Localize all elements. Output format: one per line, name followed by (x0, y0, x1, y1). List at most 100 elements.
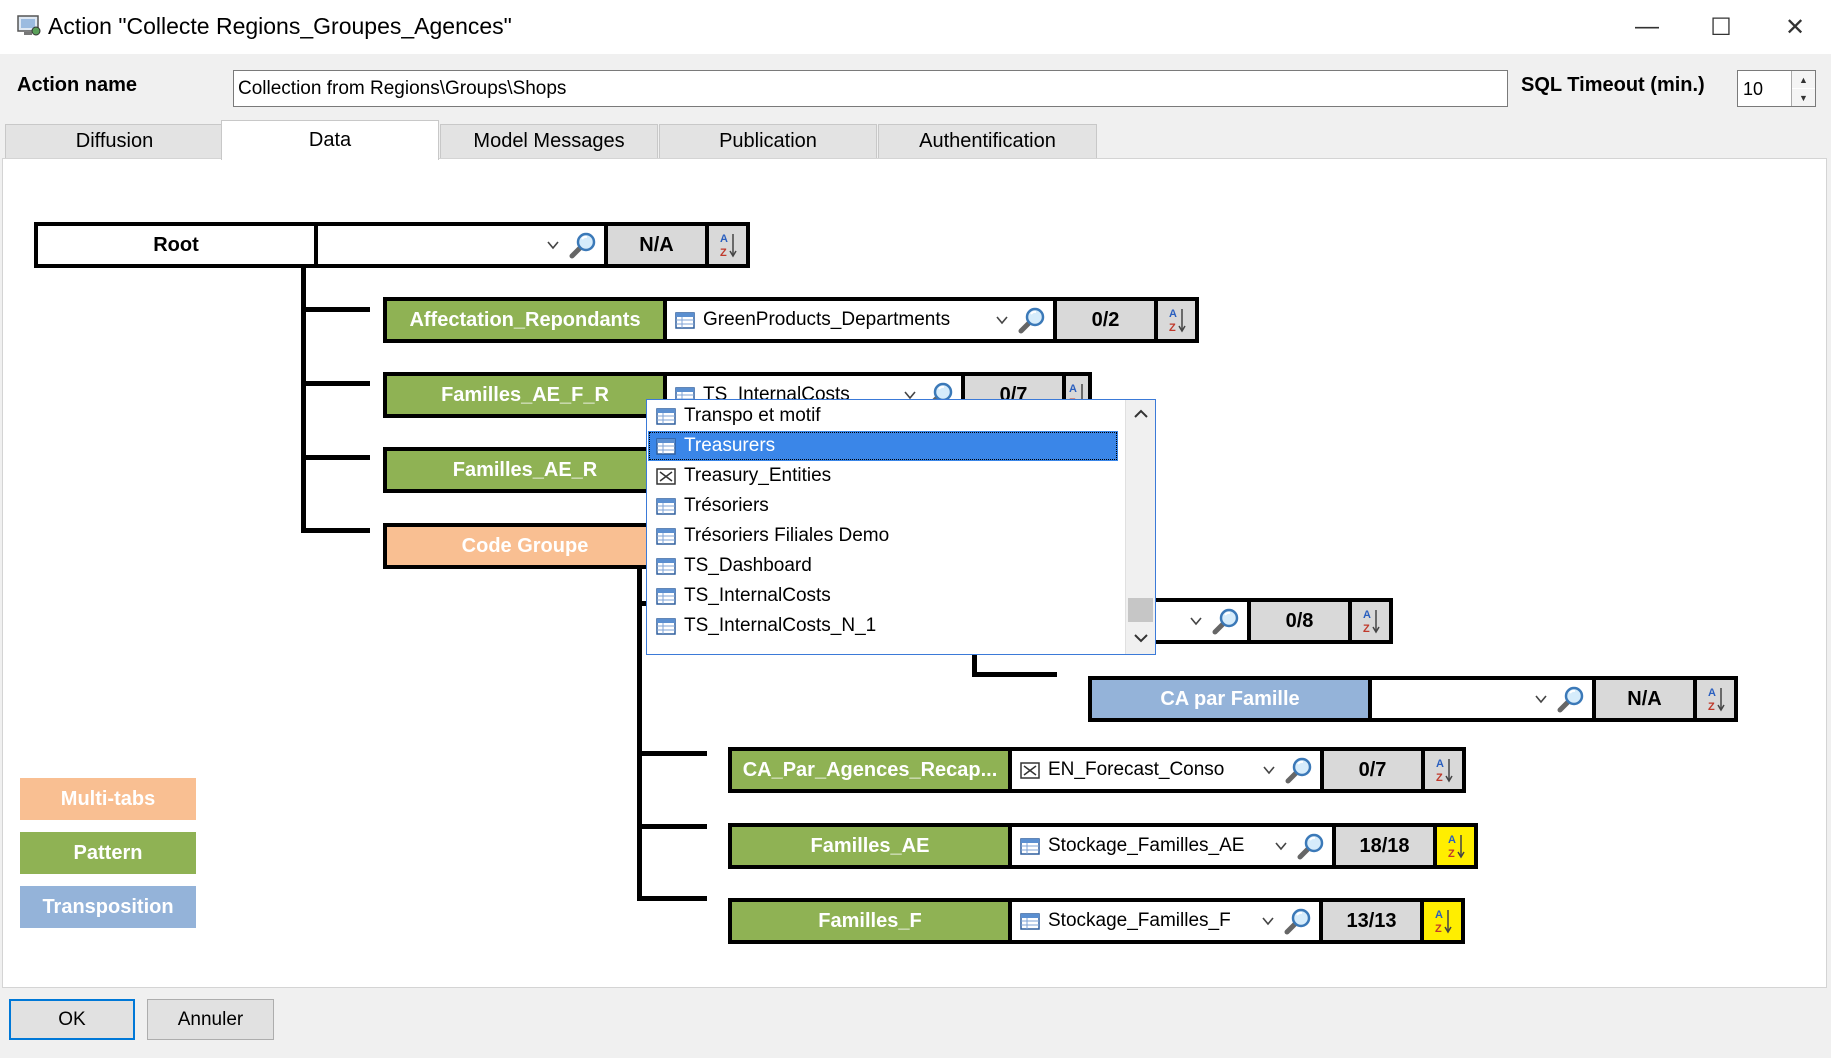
search-icon[interactable] (1284, 755, 1314, 785)
chevron-down-icon[interactable] (1189, 614, 1203, 628)
source-combo[interactable]: Stockage_Familles_F (1012, 902, 1319, 940)
source-name: GreenProducts_Departments (703, 309, 951, 330)
chevron-down-icon[interactable] (1261, 914, 1275, 928)
source-name: Stockage_Familles_F (1048, 910, 1231, 931)
node-separator (1433, 827, 1437, 865)
node-label[interactable]: Root (38, 226, 314, 264)
chevron-down-icon[interactable] (1534, 692, 1548, 706)
sort-az-icon[interactable]: AZ (1362, 607, 1380, 635)
dropdown-item[interactable]: Transpo et motif (648, 401, 1118, 431)
chevron-down-icon[interactable] (1274, 839, 1288, 853)
tree-connector (301, 307, 370, 312)
svg-text:Z: Z (1448, 848, 1455, 860)
chevron-down-icon[interactable] (903, 388, 917, 402)
dropdown-item[interactable]: TS_InternalCosts (648, 581, 1118, 611)
search-icon[interactable] (1211, 606, 1241, 636)
node-label[interactable]: Familles_AE_F_R (387, 376, 663, 414)
source-combo[interactable]: Stockage_Familles_AE (1012, 827, 1332, 865)
node-label[interactable]: Familles_AE_R (387, 451, 663, 489)
chevron-down-icon[interactable] (995, 313, 1009, 327)
tab-authentification[interactable]: Authentification (878, 124, 1097, 158)
svg-text:Z: Z (720, 247, 727, 259)
dropdown-item-label: Treasurers (684, 435, 776, 456)
node-separator (1320, 751, 1324, 789)
dropdown-item[interactable]: TS_InternalCosts_N_1 (648, 611, 1118, 641)
ok-button[interactable]: OK (9, 999, 135, 1040)
minimize-button[interactable]: — (1635, 13, 1659, 40)
source-combo[interactable]: EN_Forecast_Conso (1012, 751, 1320, 789)
search-icon[interactable] (1283, 906, 1313, 936)
cancel-button[interactable]: Annuler (147, 999, 274, 1040)
sort-az-icon[interactable]: AZ (1434, 907, 1452, 935)
node-separator (604, 226, 608, 264)
tab-data[interactable]: Data (221, 120, 439, 160)
dropdown-item[interactable]: TS_Dashboard (648, 551, 1118, 581)
sort-az-icon[interactable]: AZ (1447, 832, 1465, 860)
search-icon[interactable] (1017, 305, 1047, 335)
search-icon[interactable] (568, 230, 598, 260)
dropdown-item[interactable]: Treasurers (648, 431, 1118, 461)
tab-publication[interactable]: Publication (659, 124, 877, 158)
sql-timeout-stepper[interactable]: 10 ▲ ▼ (1737, 70, 1816, 107)
svg-text:A: A (1435, 909, 1443, 921)
chevron-down-icon[interactable] (546, 238, 560, 252)
tab-diffusion[interactable]: Diffusion (5, 124, 224, 158)
node-label[interactable]: Familles_F (732, 902, 1008, 940)
close-button[interactable]: ✕ (1784, 13, 1806, 41)
scrollbar-thumb[interactable] (1128, 598, 1153, 622)
dropdown-item[interactable]: Trésoriers (648, 491, 1118, 521)
scroll-up-icon[interactable] (1133, 408, 1149, 420)
node-label[interactable]: Affectation_Repondants (387, 301, 663, 339)
sort-az-icon[interactable]: AZ (1168, 306, 1186, 334)
sort-az-icon[interactable]: AZ (719, 231, 737, 259)
source-combo[interactable]: GreenProducts_Departments (667, 301, 1053, 339)
svg-text:A: A (1436, 758, 1444, 770)
dropdown-item[interactable]: Trésoriers Filiales Demo (648, 521, 1118, 551)
dropdown-item-label: Trésoriers Filiales Demo (684, 525, 890, 546)
source-name: EN_Forecast_Conso (1048, 759, 1225, 780)
sql-timeout-value[interactable]: 10 (1743, 79, 1764, 99)
node-label[interactable]: CA_Par_Agences_Recap... (732, 751, 1008, 789)
spin-up-icon[interactable]: ▲ (1792, 71, 1815, 88)
svg-text:A: A (1169, 308, 1177, 320)
sort-az-icon[interactable]: AZ (1435, 756, 1453, 784)
dropdown-item[interactable]: Treasury_Entities (648, 461, 1118, 491)
action-name-input[interactable]: Collection from Regions\Groups\Shops (233, 70, 1508, 107)
node-separator (1332, 827, 1336, 865)
sort-az-icon[interactable]: AZ (1707, 685, 1725, 713)
node-label[interactable]: Code Groupe (387, 527, 663, 565)
node-label[interactable]: Familles_AE (732, 827, 1008, 865)
tree-connector (301, 455, 370, 460)
table-icon (656, 527, 676, 545)
maximize-button[interactable]: ☐ (1710, 13, 1732, 41)
table-icon (656, 497, 676, 515)
legend-pattern: Pattern (20, 832, 196, 874)
source-combo[interactable] (318, 226, 604, 264)
node-separator (663, 376, 667, 414)
node-separator (1420, 902, 1424, 940)
tab-model-messages[interactable]: Model Messages (440, 124, 658, 158)
table-icon (656, 407, 676, 425)
chevron-down-icon[interactable] (1262, 763, 1276, 777)
scroll-down-icon[interactable] (1133, 632, 1149, 644)
legend-multi-tabs: Multi-tabs (20, 778, 196, 820)
action-name-label: Action name (17, 74, 138, 96)
search-icon[interactable] (1296, 831, 1326, 861)
search-icon[interactable] (1556, 684, 1586, 714)
spin-down-icon[interactable]: ▼ (1792, 89, 1815, 106)
source-combo[interactable] (1372, 680, 1592, 718)
table-icon (656, 587, 676, 605)
node-label[interactable]: CA par Famille (1092, 680, 1368, 718)
node-separator (1368, 680, 1372, 718)
dropdown-scrollbar[interactable] (1125, 400, 1155, 654)
sql-timeout-label: SQL Timeout (min.) (1521, 74, 1705, 96)
